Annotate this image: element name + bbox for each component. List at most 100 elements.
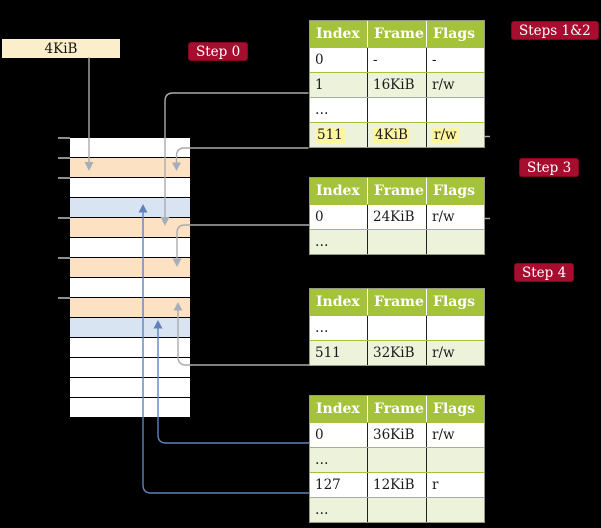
table-cell: 4KiB bbox=[368, 123, 427, 147]
table-cell: 127 bbox=[310, 473, 368, 497]
header-cell: Flags bbox=[433, 401, 475, 417]
cell-value: 0 bbox=[315, 52, 324, 68]
table-cell: - bbox=[427, 48, 481, 72]
table-row: 1 16KiB r/w bbox=[310, 72, 484, 97]
memory-row-3 bbox=[70, 177, 190, 197]
table-cell: r/w bbox=[427, 423, 481, 447]
table-cell: 0 bbox=[310, 205, 368, 229]
step-3-badge: Step 3 bbox=[519, 158, 580, 177]
header-cell: Frame bbox=[368, 289, 427, 315]
memory-row-2 bbox=[70, 157, 190, 177]
table-row: … bbox=[310, 447, 484, 472]
table-cell bbox=[368, 98, 427, 122]
table-cell: 511 bbox=[310, 123, 368, 147]
memory-row-4 bbox=[70, 197, 190, 217]
cell-value: … bbox=[315, 102, 329, 118]
cell-value: 511 bbox=[315, 345, 341, 361]
table-cell bbox=[368, 230, 427, 254]
table-cell: 511 bbox=[310, 341, 368, 365]
highlighted-cell-value: r/w bbox=[432, 127, 459, 143]
cell-value: 12KiB bbox=[373, 477, 415, 493]
table-cell bbox=[368, 448, 427, 472]
table-cell: 0 bbox=[310, 48, 368, 72]
table-cell: 32KiB bbox=[368, 341, 427, 365]
table-cell: 12KiB bbox=[368, 473, 427, 497]
table-cell: 36KiB bbox=[368, 423, 427, 447]
header-cell: Frame bbox=[368, 21, 427, 47]
cell-value: 1 bbox=[315, 77, 324, 93]
header-cell: Index bbox=[310, 289, 368, 315]
table-cell bbox=[368, 498, 427, 522]
header-cell: Index bbox=[310, 178, 368, 204]
memory-row-10 bbox=[70, 317, 190, 337]
cell-value: 32KiB bbox=[373, 345, 415, 361]
table-cell: r/w bbox=[427, 341, 481, 365]
table-row: … bbox=[310, 229, 484, 254]
cell-value: … bbox=[315, 452, 329, 468]
table-row: … bbox=[310, 315, 484, 340]
memory-row-1 bbox=[70, 137, 190, 157]
memory-row-9 bbox=[70, 297, 190, 317]
cell-value: … bbox=[315, 320, 329, 336]
table-cell bbox=[427, 498, 481, 522]
memory-tick bbox=[58, 157, 70, 159]
table-cell: … bbox=[310, 448, 368, 472]
table-cell: … bbox=[310, 230, 368, 254]
header-cell: Frame bbox=[368, 178, 427, 204]
table-cell: - bbox=[368, 48, 427, 72]
physical-memory-column bbox=[70, 137, 190, 417]
memory-tick bbox=[58, 137, 70, 139]
table-cell: r/w bbox=[427, 73, 481, 97]
table-cell: 1 bbox=[310, 73, 368, 97]
header-cell: Flags bbox=[433, 183, 475, 199]
page-size-box: 4KiB bbox=[2, 39, 120, 58]
header-cell: Flags bbox=[433, 26, 475, 42]
steps-1-2-badge: Steps 1&2 bbox=[511, 21, 599, 40]
header-cell: Index bbox=[310, 396, 368, 422]
memory-row-14 bbox=[70, 397, 190, 417]
table-cell bbox=[427, 316, 481, 340]
cell-value: 24KiB bbox=[373, 209, 415, 225]
cell-value: 0 bbox=[315, 427, 324, 443]
header-cell: Frame bbox=[368, 396, 427, 422]
table-cell: r bbox=[427, 473, 481, 497]
table-cell: 16KiB bbox=[368, 73, 427, 97]
table-row: 511 32KiB r/w bbox=[310, 340, 484, 365]
table-cell bbox=[427, 98, 481, 122]
cell-value: … bbox=[315, 502, 329, 518]
table-row: 0 - - bbox=[310, 47, 484, 72]
arrow-t2row0-to-memory-row7-line bbox=[176, 224, 310, 259]
header-cell: Flags bbox=[433, 294, 475, 310]
cell-value: r/w bbox=[432, 345, 455, 361]
memory-tick bbox=[58, 297, 70, 299]
header-cell: Index bbox=[310, 21, 368, 47]
table-cell bbox=[427, 448, 481, 472]
cell-value: 127 bbox=[315, 477, 341, 493]
cell-value: … bbox=[315, 234, 329, 250]
table-cell: 24KiB bbox=[368, 205, 427, 229]
table-cell: … bbox=[310, 316, 368, 340]
cell-value: r bbox=[432, 477, 439, 493]
cell-value: - bbox=[432, 52, 437, 68]
cell-value: - bbox=[373, 52, 378, 68]
cell-value: r/w bbox=[432, 427, 455, 443]
memory-tick bbox=[58, 177, 70, 179]
table-row: 127 12KiB r bbox=[310, 472, 484, 497]
arrow-t3row511-to-memory-row9-line bbox=[177, 310, 310, 366]
table-row: 0 36KiB r/w bbox=[310, 422, 484, 447]
table-row: … bbox=[310, 497, 484, 522]
memory-row-5 bbox=[70, 217, 190, 237]
table-cell: … bbox=[310, 498, 368, 522]
cell-value: r/w bbox=[432, 77, 455, 93]
step-0-badge: Step 0 bbox=[188, 42, 249, 61]
table-row: … bbox=[310, 97, 484, 122]
memory-row-12 bbox=[70, 357, 190, 377]
